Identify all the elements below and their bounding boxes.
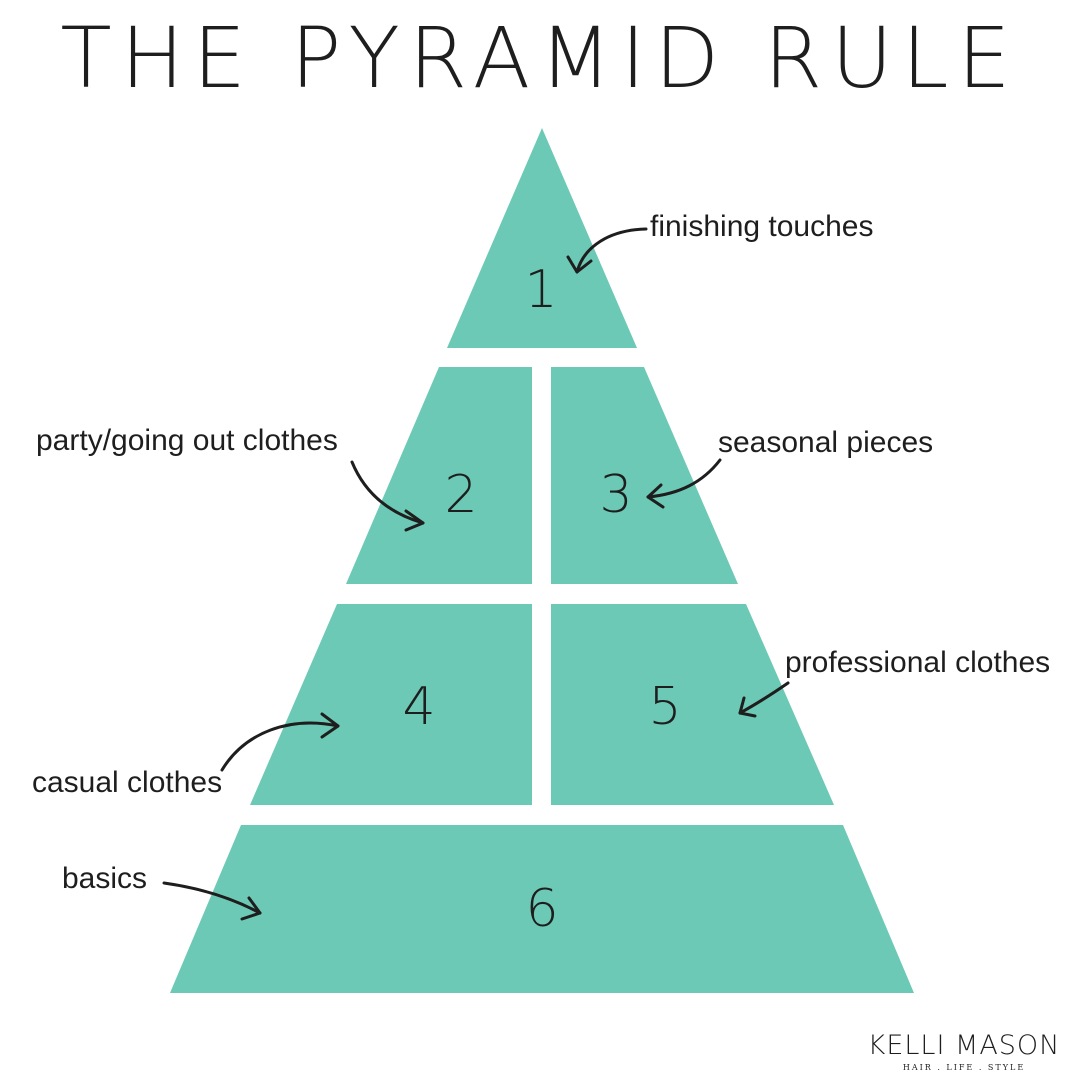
arrow-finishing-touches — [566, 227, 648, 274]
segment-3-number: 3 — [599, 465, 632, 525]
segment-1 — [447, 128, 637, 348]
segment-2-number: 2 — [444, 465, 477, 525]
segment-4 — [250, 604, 532, 805]
label-party-going-out-clothes: party/going out clothes — [36, 424, 338, 457]
label-basics: basics — [62, 862, 147, 895]
brand-name: KELLI MASON — [867, 1030, 1061, 1061]
arrow-party-going-out-clothes — [350, 460, 425, 532]
segment-labels: finishing touches party/going out clothe… — [32, 210, 1050, 895]
segment-6-number: 6 — [525, 879, 558, 939]
pointer-arrows — [162, 227, 790, 921]
segment-6 — [170, 825, 914, 993]
segment-4-number: 4 — [402, 677, 435, 737]
segment-5-number: 5 — [648, 677, 681, 737]
segment-2 — [346, 367, 532, 584]
pyramid-segments — [170, 128, 914, 993]
arrow-professional-clothes — [738, 681, 790, 718]
brand-logo: KELLI MASON HAIR . LIFE . STYLE — [862, 1030, 1066, 1074]
segment-5 — [551, 604, 834, 805]
label-seasonal-pieces: seasonal pieces — [718, 426, 933, 459]
label-casual-clothes: casual clothes — [32, 766, 222, 799]
segment-3 — [551, 367, 738, 584]
diagram-title: THE PYRAMID RULE — [60, 9, 1020, 107]
segment-numbers: 1 2 3 4 5 6 — [402, 260, 681, 939]
arrow-seasonal-pieces — [646, 458, 722, 509]
label-professional-clothes: professional clothes — [785, 646, 1050, 679]
label-finishing-touches: finishing touches — [650, 210, 873, 243]
arrow-basics — [162, 881, 262, 921]
brand-tagline: HAIR . LIFE . STYLE — [902, 1063, 1026, 1072]
segment-1-number: 1 — [524, 260, 557, 320]
arrow-casual-clothes — [220, 712, 340, 772]
